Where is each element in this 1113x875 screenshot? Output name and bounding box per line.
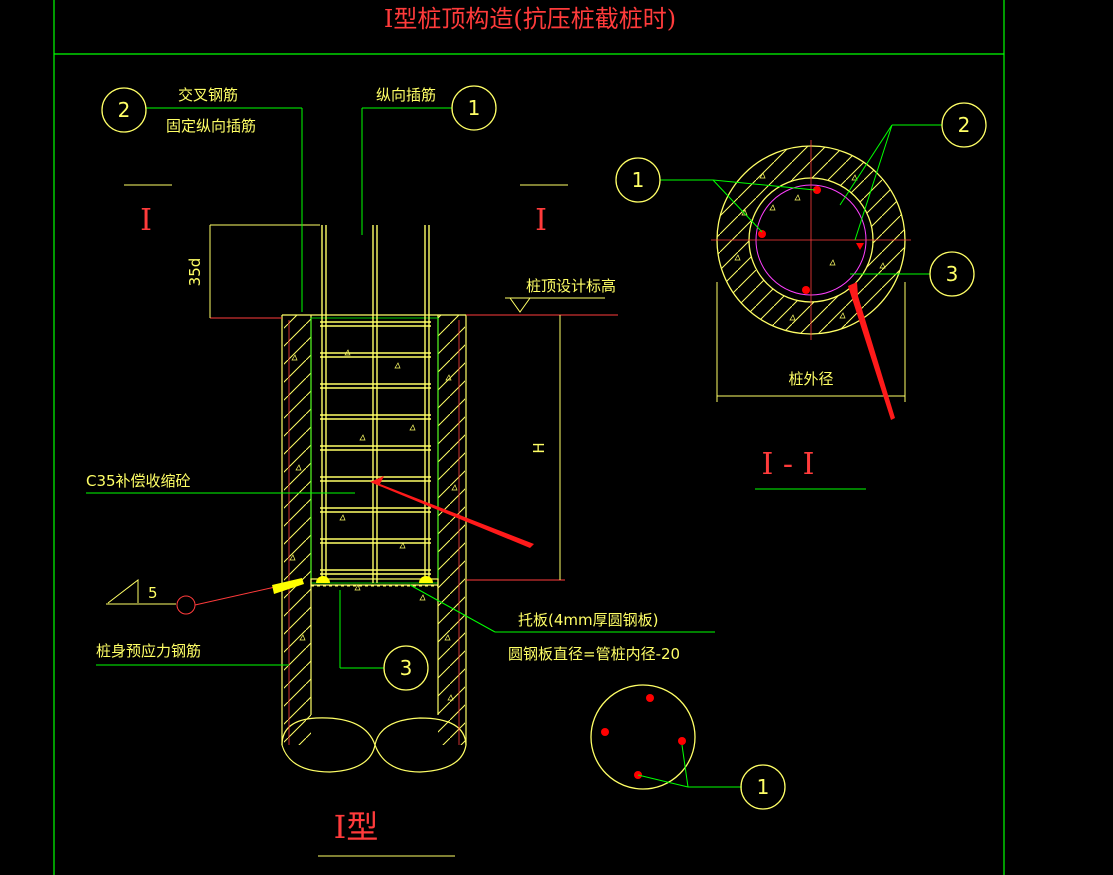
drawing-title: I型桩顶构造(抗压桩截桩时) [384, 5, 676, 33]
pile-elevation [281, 225, 467, 773]
annotation-arrow-elevation [370, 476, 534, 548]
callout-1-section: 1 [615, 157, 661, 203]
leader-lines [86, 107, 715, 669]
svg-text:1: 1 [757, 775, 770, 799]
weld-symbol [106, 578, 176, 605]
callout-3-section: 3 [929, 251, 975, 297]
svg-text:2: 2 [958, 113, 971, 137]
section-title: I - I [762, 447, 815, 482]
small-plan [590, 684, 742, 790]
label-plate: 托板(4mm厚圆钢板) [518, 611, 658, 629]
elevation-lines [209, 224, 618, 581]
dim-h: H [530, 442, 548, 453]
svg-text:1: 1 [632, 168, 645, 192]
label-plate-dia: 圆钢板直径=管桩内径-20 [508, 645, 680, 663]
weld-size: 5 [148, 584, 158, 602]
type-label: I型 [334, 808, 379, 846]
callout-2-left: 2 [101, 87, 147, 133]
callout-2-section: 2 [941, 102, 987, 148]
svg-text:3: 3 [946, 262, 959, 286]
label-cross-bar: 交叉钢筋 [178, 86, 238, 104]
callout-1-plan: 1 [740, 764, 786, 810]
drawing-frame [53, 0, 1005, 875]
label-outer-diameter: 桩外径 [788, 370, 833, 388]
label-fix-bar: 固定纵向插筋 [166, 117, 256, 135]
label-prestress: 桩身预应力钢筋 [96, 642, 201, 660]
svg-text:1: 1 [468, 96, 481, 120]
dim-35d: 35d [186, 258, 204, 287]
svg-text:2: 2 [118, 98, 131, 122]
section-mark-left: I [140, 203, 152, 238]
weld-circle [176, 595, 196, 615]
annotation-arrow-section [848, 282, 895, 420]
section-view [711, 140, 911, 402]
callout-3-bottom: 3 [383, 645, 429, 691]
label-concrete: C35补偿收缩砼 [86, 472, 191, 490]
section-mark-right: I [535, 203, 547, 238]
label-top-elevation: 桩顶设计标高 [526, 277, 616, 295]
section-leaders [660, 124, 942, 275]
label-long-bar: 纵向插筋 [376, 86, 436, 104]
callout-1-top: 1 [451, 85, 497, 131]
svg-text:3: 3 [400, 656, 413, 680]
